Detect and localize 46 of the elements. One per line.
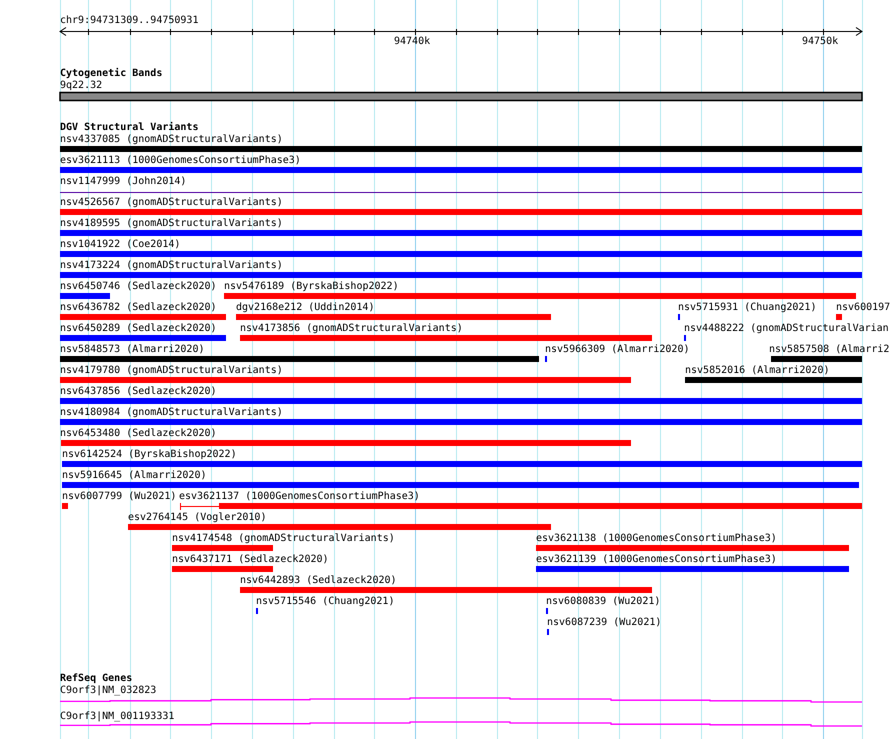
variant-label: nsv4173856 (gnomADStructuralVariants)	[240, 323, 463, 334]
variant-label: nsv6450289 (Sedlazeck2020)	[60, 323, 217, 334]
variant-label: nsv4173224 (gnomADStructuralVariants)	[60, 260, 283, 271]
variant-label: nsv4179780 (gnomADStructuralVariants)	[60, 365, 283, 376]
variant-label: nsv6087239 (Wu2021)	[547, 617, 662, 628]
variant-label: esv2764145 (Vogler2010)	[128, 512, 266, 523]
variant-label: nsv5715931 (Chuang2021)	[678, 302, 816, 313]
variant-label: nsv5857508 (Almarri2	[769, 344, 890, 355]
variant-label: nsv5916645 (Almarri2020)	[62, 470, 206, 481]
tick-label: 94740k	[394, 36, 430, 47]
variant-label: nsv6453480 (Sedlazeck2020)	[60, 428, 217, 439]
variant-label: esv3621137 (1000GenomesConsortiumPhase3)	[179, 491, 420, 502]
variant-label: dgv2168e212 (Uddin2014)	[236, 302, 374, 313]
variant-label: nsv6442893 (Sedlazeck2020)	[240, 575, 397, 586]
variant-label: nsv4174548 (gnomADStructuralVariants)	[172, 533, 395, 544]
variant-label: nsv6437171 (Sedlazeck2020)	[172, 554, 329, 565]
tick-label: 94750k	[802, 36, 838, 47]
variant-label: nsv5476189 (ByrskaBishop2022)	[224, 281, 399, 292]
band-label: 9q22.32	[60, 80, 102, 91]
variant-label: nsv5966309 (Almarri2020)	[545, 344, 690, 355]
track-title: DGV Structural Variants	[60, 122, 198, 133]
track-title: RefSeq Genes	[60, 673, 132, 684]
variant-label: nsv6080839 (Wu2021)	[546, 596, 660, 607]
gene-label: C9orf3|NM_001193331	[60, 711, 174, 722]
position-label: chr9:94731309..94750931	[60, 15, 198, 26]
variant-label: nsv5715546 (Chuang2021)	[256, 596, 394, 607]
variant-label: esv3621113 (1000GenomesConsortiumPhase3)	[60, 155, 301, 166]
variant-label: nsv600197	[836, 302, 890, 313]
gene-label: C9orf3|NM_032823	[60, 685, 156, 696]
variant-label: nsv5852016 (Almarri2020)	[685, 365, 830, 376]
variant-label: nsv6437856 (Sedlazeck2020)	[60, 386, 217, 397]
variant-label: nsv1041922 (Coe2014)	[60, 239, 180, 250]
variant-label: nsv4189595 (gnomADStructuralVariants)	[60, 218, 283, 229]
variant-label: nsv4488222 (gnomADStructuralVarian	[684, 323, 889, 334]
track-title: Cytogenetic Bands	[60, 68, 162, 79]
variant-label: nsv6142524 (ByrskaBishop2022)	[62, 449, 237, 460]
variant-label: nsv6007799 (Wu2021)	[62, 491, 176, 502]
variant-label: nsv4526567 (gnomADStructuralVariants)	[60, 197, 283, 208]
variant-label: esv3621139 (1000GenomesConsortiumPhase3)	[536, 554, 777, 565]
variant-label: esv3621138 (1000GenomesConsortiumPhase3)	[536, 533, 777, 544]
variant-label: nsv6450746 (Sedlazeck2020)	[60, 281, 217, 292]
variant-label: nsv4337085 (gnomADStructuralVariants)	[60, 134, 283, 145]
variant-label: nsv5848573 (Almarri2020)	[60, 344, 204, 355]
variant-label: nsv1147999 (John2014)	[60, 176, 186, 187]
variant-label: nsv6436782 (Sedlazeck2020)	[60, 302, 217, 313]
variant-label: nsv4180984 (gnomADStructuralVariants)	[60, 407, 283, 418]
